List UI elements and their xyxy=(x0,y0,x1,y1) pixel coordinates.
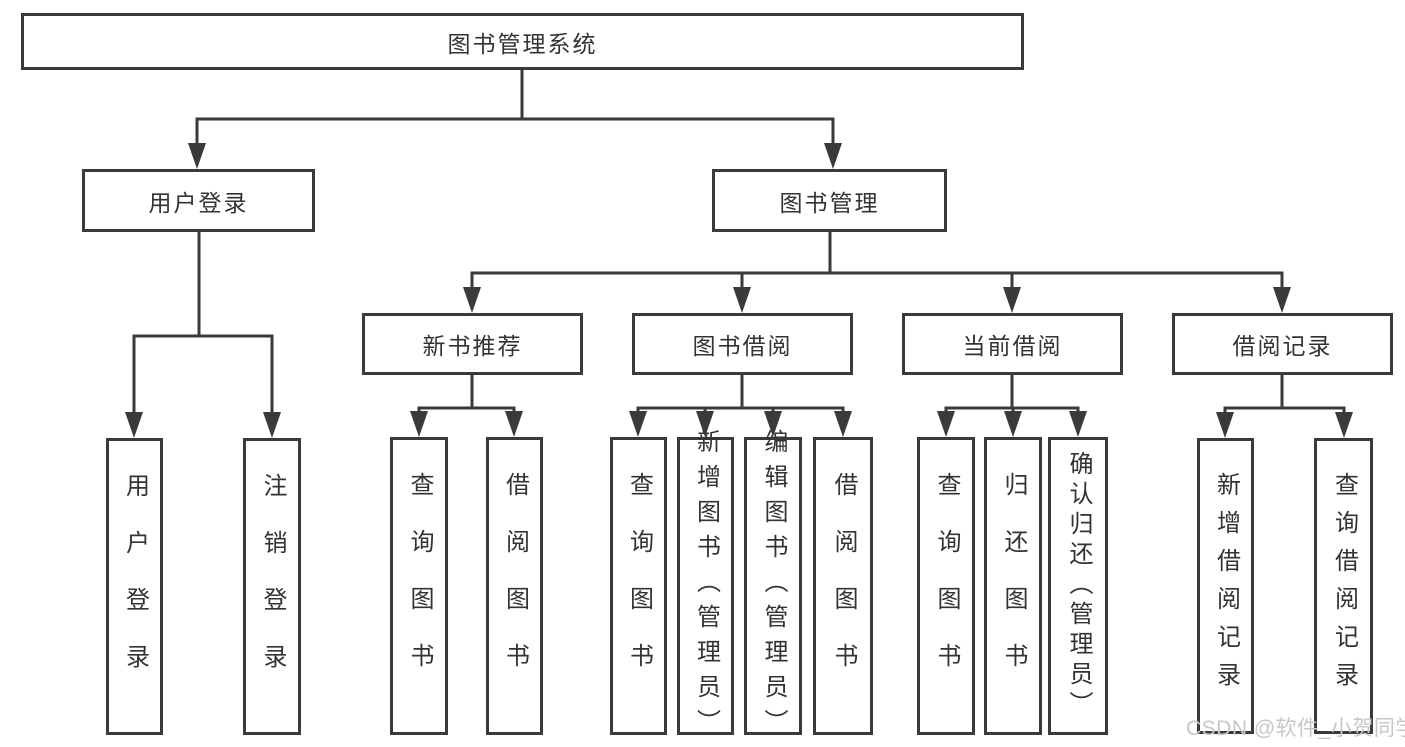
leaf-query-borrow-record: 查询借阅记录 xyxy=(1314,438,1373,734)
node-new-book-recommend: 新书推荐 xyxy=(362,313,583,375)
node-borrow-records: 借阅记录 xyxy=(1172,313,1393,375)
leaf-query-books-recommend-label: 查询图书 xyxy=(406,472,433,700)
csdn-watermark: CSDN @软件_小贺同学 xyxy=(1186,717,1405,740)
node-new-book-recommend-label: 新书推荐 xyxy=(422,333,523,359)
leaf-query-books-borrow: 查询图书 xyxy=(610,437,667,735)
node-book-management-label: 图书管理 xyxy=(779,189,880,216)
leaf-logout-label: 注销登录 xyxy=(259,472,286,701)
leaf-return-books: 归还图书 xyxy=(984,437,1042,735)
leaf-query-borrow-record-label: 查询借阅记录 xyxy=(1330,472,1358,700)
leaf-borrow-books-recommend-label: 借阅图书 xyxy=(501,472,529,700)
leaf-query-books-current-label: 查询图书 xyxy=(933,472,960,700)
node-current-borrow-label: 当前借阅 xyxy=(962,333,1063,359)
node-borrow-records-label: 借阅记录 xyxy=(1232,333,1333,359)
leaf-user-login-label: 用户登录 xyxy=(121,472,149,701)
leaf-add-books-admin-label: 新增图书（管理员） xyxy=(692,428,720,744)
leaf-return-books-label: 归还图书 xyxy=(1000,472,1027,700)
node-book-management: 图书管理 xyxy=(712,169,947,232)
leaf-add-borrow-record: 新增借阅记录 xyxy=(1197,438,1254,734)
leaf-edit-books-admin: 编辑图书（管理员） xyxy=(744,429,802,744)
arrowheads xyxy=(125,143,1353,438)
leaf-query-books-current: 查询图书 xyxy=(917,437,975,735)
leaf-borrow-books-recommend: 借阅图书 xyxy=(486,437,543,735)
leaf-add-books-admin: 新增图书（管理员） xyxy=(677,429,734,744)
node-user-login-label: 用户登录 xyxy=(148,189,249,216)
node-book-borrow-label: 图书借阅 xyxy=(692,333,793,359)
node-current-borrow: 当前借阅 xyxy=(902,313,1123,375)
leaf-add-borrow-record-label: 新增借阅记录 xyxy=(1212,472,1240,700)
leaf-borrow-books-label: 借阅图书 xyxy=(830,472,857,700)
node-user-login: 用户登录 xyxy=(82,169,315,232)
leaf-query-books-borrow-label: 查询图书 xyxy=(625,472,653,700)
leaf-user-login: 用户登录 xyxy=(106,438,163,735)
leaf-query-books-recommend: 查询图书 xyxy=(390,437,448,735)
node-root: 图书管理系统 xyxy=(21,13,1024,70)
leaf-confirm-return-admin: 确认归还（管理员） xyxy=(1048,437,1108,735)
leaf-edit-books-admin-label: 编辑图书（管理员） xyxy=(760,428,787,744)
leaf-confirm-return-admin-label: 确认归还（管理员） xyxy=(1065,451,1092,721)
node-root-label: 图书管理系统 xyxy=(447,30,598,57)
node-book-borrow: 图书借阅 xyxy=(632,313,853,375)
leaf-logout: 注销登录 xyxy=(243,438,301,735)
leaf-borrow-books: 借阅图书 xyxy=(813,437,873,735)
